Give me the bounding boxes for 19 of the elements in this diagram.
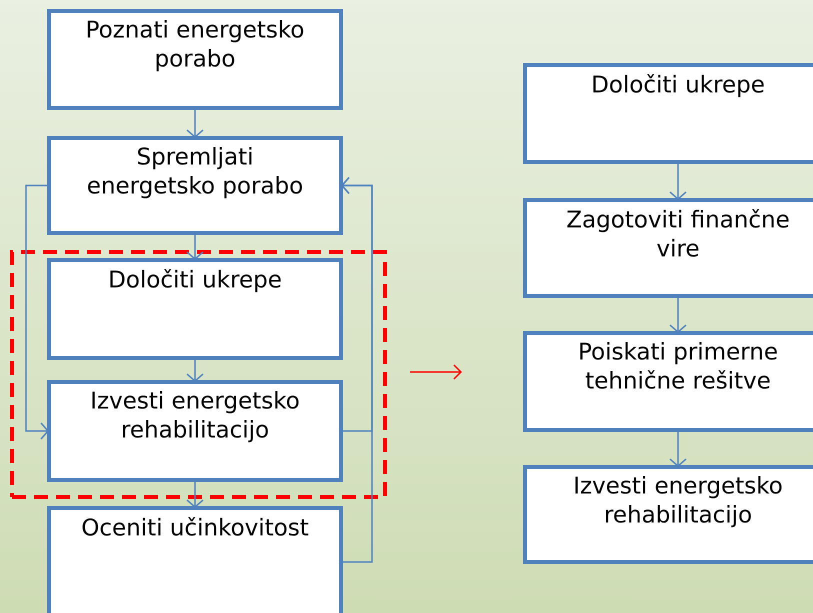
process-box: Spremljati energetsko porabo	[47, 136, 343, 235]
process-box: Poznati energetsko porabo	[47, 9, 343, 110]
process-box: Zagotoviti finančne vire	[523, 198, 813, 298]
arrow	[670, 296, 686, 333]
arrow	[25, 184, 49, 440]
process-box: Poiskati primerne tehnične rešitve	[523, 331, 813, 432]
arrow	[186, 233, 204, 260]
process-box: Izvesti energetsko rehabilitacijo	[523, 465, 813, 564]
arrow	[670, 430, 686, 467]
arrow	[341, 177, 373, 563]
process-box: Določiti ukrepe	[523, 63, 813, 164]
process-box: Izvesti energetsko rehabilitacijo	[47, 380, 343, 482]
arrow	[670, 162, 686, 200]
arrow	[186, 358, 204, 382]
arrow	[186, 480, 204, 508]
arrow	[186, 108, 204, 138]
dashed-frame	[10, 250, 387, 499]
process-box: Določiti ukrepe	[47, 258, 343, 360]
process-box: Oceniti učinkovitost	[47, 506, 343, 613]
